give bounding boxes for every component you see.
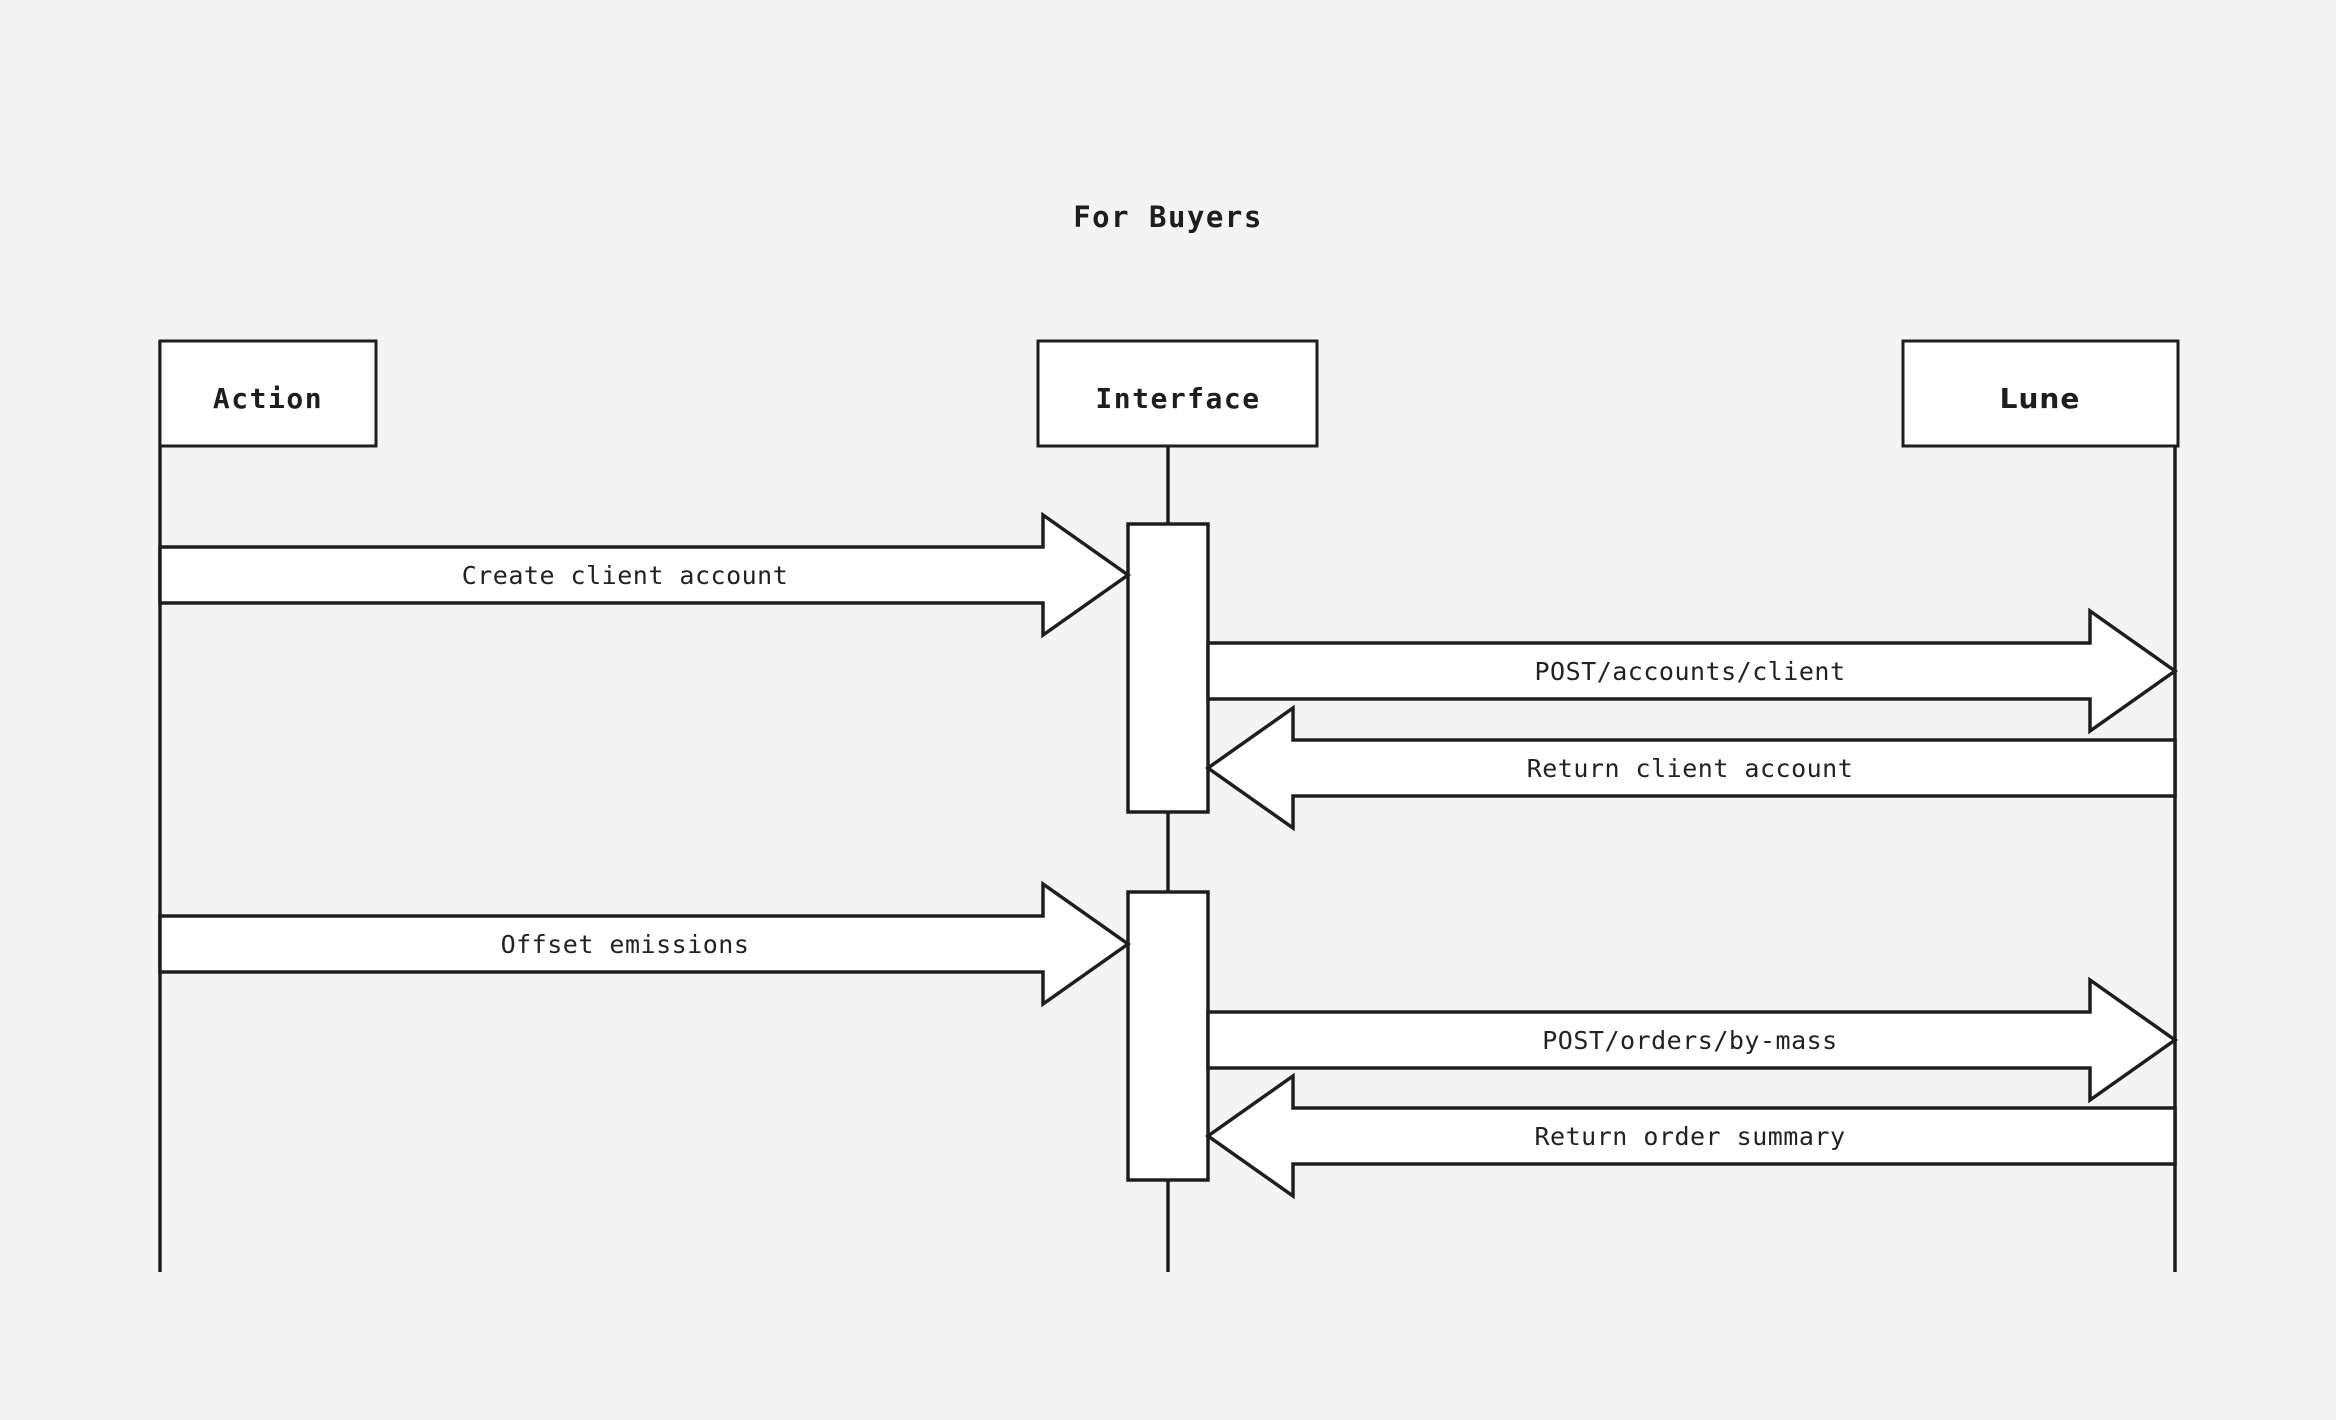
message-2-post-accounts-client[interactable]: POST/accounts/client <box>1206 607 2179 735</box>
actor-label-action: Action <box>213 382 323 415</box>
message-6-return-order-summary[interactable]: Return order summary <box>1204 1072 2177 1200</box>
actor-label-interface: Interface <box>1095 382 1260 415</box>
message-label-2: POST/accounts/client <box>1534 657 1845 686</box>
message-arrow-2 <box>1206 607 2179 735</box>
actor-header-action[interactable]: Action <box>158 339 378 448</box>
message-label-6: Return order summary <box>1534 1122 1845 1151</box>
actor-box-interface <box>1036 339 1319 448</box>
message-label-1: Create client account <box>462 561 789 590</box>
actor-label-lune: Lune <box>2000 382 2081 415</box>
message-5-post-orders-by-mass[interactable]: POST/orders/by-mass <box>1206 976 2179 1104</box>
activation-interface-1 <box>1126 522 1210 814</box>
actor-box-action <box>158 339 378 448</box>
activation-interface-2 <box>1126 890 1210 1182</box>
message-arrow-3 <box>1204 704 2177 832</box>
actor-header-lune[interactable]: Lune <box>1901 339 2180 448</box>
message-arrow-5 <box>1206 976 2179 1104</box>
message-4-offset-emissions[interactable]: Offset emissions <box>158 880 1132 1008</box>
diagram-title: For Buyers <box>1073 200 1263 234</box>
actor-box-lune <box>1901 339 2180 448</box>
message-label-3: Return client account <box>1527 754 1854 783</box>
message-arrow-6 <box>1204 1072 2177 1200</box>
message-arrow-4 <box>158 880 1132 1008</box>
message-label-4: Offset emissions <box>501 930 750 959</box>
message-arrow-1 <box>158 511 1132 639</box>
message-1-create-client-account[interactable]: Create client account <box>158 511 1132 639</box>
message-3-return-client-account[interactable]: Return client account <box>1204 704 2177 832</box>
message-label-5: POST/orders/by-mass <box>1542 1026 1837 1055</box>
actor-header-interface[interactable]: Interface <box>1036 339 1319 448</box>
